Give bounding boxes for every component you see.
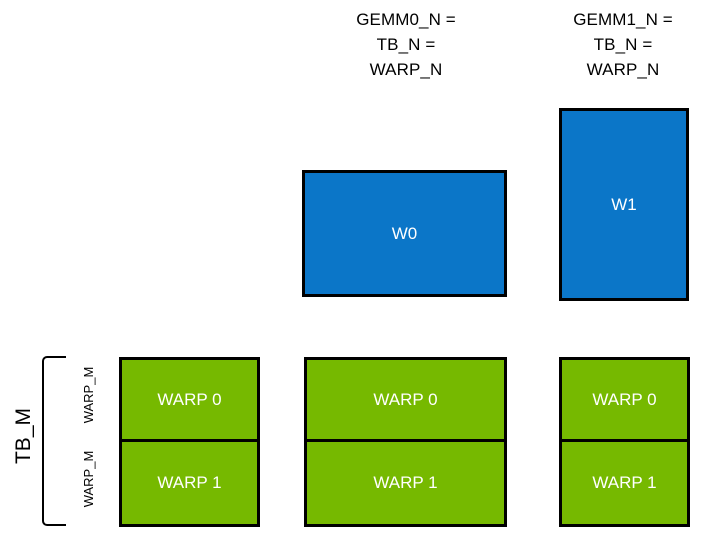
green-cell-warp-1: WARP 1 [562,442,687,524]
green-cell-warp-1: WARP 1 [307,442,504,524]
green-cell-warp-0: WARP 0 [307,360,504,442]
green-cell-label: WARP 0 [157,389,222,409]
green-column-0: WARP 0 WARP 1 [119,357,260,527]
green-cell-warp-0: WARP 0 [562,360,687,442]
tb-m-bracket [42,356,66,526]
blue-tile-w0-label: W0 [391,223,418,243]
tb-m-axis-label: TB_M [12,408,35,465]
green-column-2: WARP 0 WARP 1 [559,357,690,527]
gemm1-column-header: GEMM1_N = TB_N = WARP_N [573,10,673,79]
warp-m-axis-label-bottom: WARP_M [81,450,96,508]
green-cell-label: WARP 1 [157,473,222,492]
green-cell-warp-0: WARP 0 [122,360,257,442]
green-cell-label: WARP 0 [592,389,657,409]
blue-tile-w1-label: W1 [611,194,637,214]
green-cell-label: WARP 1 [592,473,657,492]
green-column-1: WARP 0 WARP 1 [304,357,507,527]
blue-tile-w0: W0 [302,170,507,297]
warp-m-axis-label-top: WARP_M [81,366,96,424]
gemm0-column-header: GEMM0_N = TB_N = WARP_N [356,10,456,79]
green-cell-label: WARP 1 [373,473,438,492]
green-cell-warp-1: WARP 1 [122,442,257,524]
green-cell-label: WARP 0 [373,389,438,409]
blue-tile-w1: W1 [559,108,689,301]
